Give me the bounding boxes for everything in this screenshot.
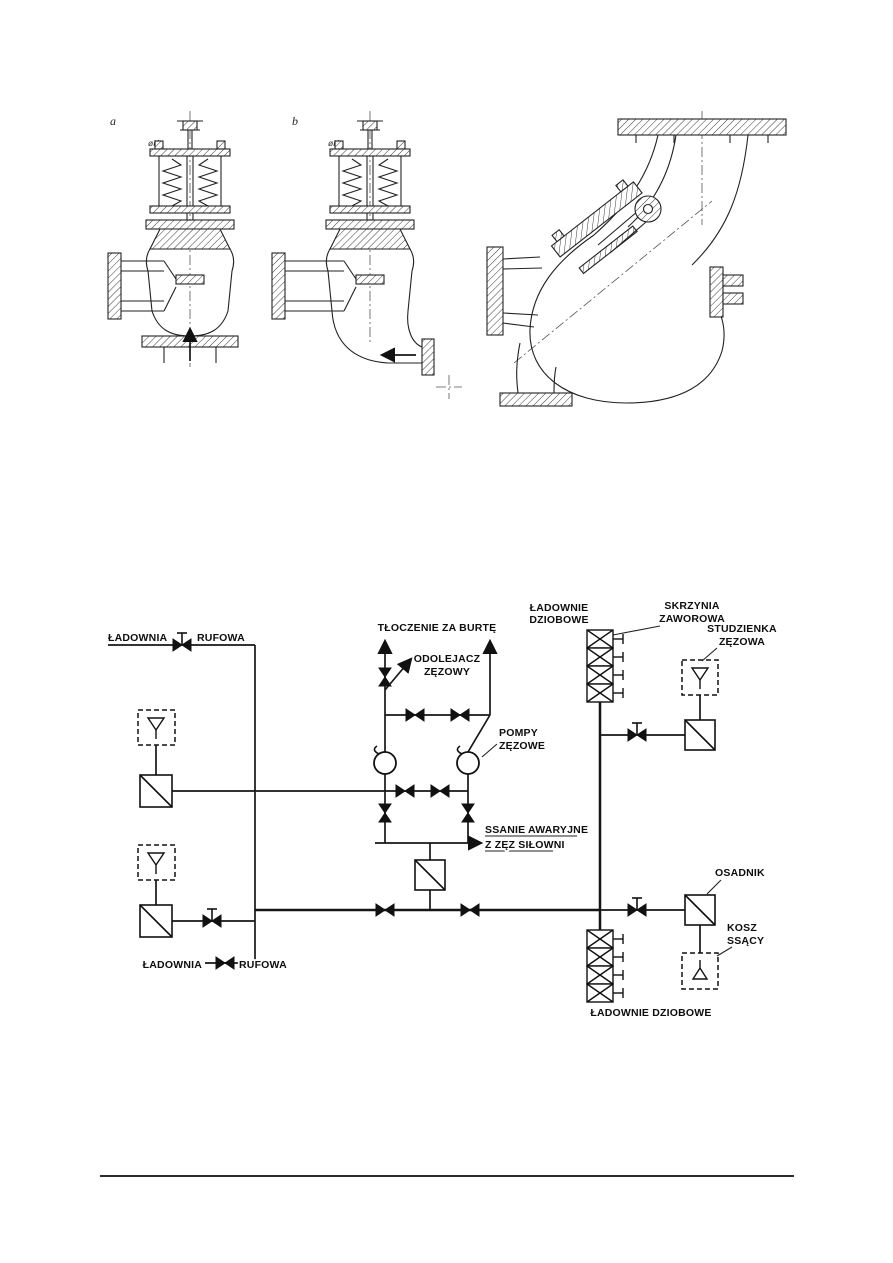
valve-manifold-top: [586, 629, 624, 703]
valve-icon: [378, 803, 392, 823]
mud-box: [139, 774, 173, 808]
valve-cross-section-a: a øK: [107, 111, 239, 367]
valve-icon: [375, 903, 395, 917]
strum-icon: [147, 717, 165, 740]
bolted-cover: [550, 179, 643, 258]
valve-cross-section-b: b øK: [271, 111, 462, 399]
valve-icon: [395, 784, 415, 798]
valve-icon: [172, 632, 192, 652]
valve-icon: [627, 897, 647, 917]
valve-icon: [461, 803, 475, 823]
label-holds-fwd-top-1: ŁADOWNIE: [530, 602, 589, 614]
strainer-enclosures: [137, 659, 719, 990]
label-holds-fwd-bottom: ŁADOWNIE DZIOBOWE: [590, 1007, 711, 1019]
valve-icon: [215, 956, 235, 970]
label-pumps-1: POMPY: [499, 727, 538, 739]
dimension-k-a: øK: [148, 138, 159, 148]
label-suction-basket-2: SSĄCY: [727, 935, 764, 947]
figure-label-b: b: [292, 114, 298, 128]
valve-icon: [460, 903, 480, 917]
mud-box: [139, 904, 173, 938]
label-emergency-1: SSANIE AWARYJNE: [485, 824, 588, 836]
suction-basket-icon: [692, 959, 708, 980]
valve-icon: [405, 708, 425, 722]
label-valve-chest-2: ZAWOROWA: [659, 613, 725, 625]
settling-box: [684, 894, 716, 926]
valve-icon: [430, 784, 450, 798]
bilge-system-schematic: ŁADOWNIA RUFOWA TŁOCZENIE ZA BURTĘ ODOLE…: [106, 598, 778, 1021]
pump-icon: [456, 745, 480, 775]
label-pumps-2: ZĘZOWE: [499, 740, 545, 752]
label-emergency-2: Z ZĘZ SIŁOWNI: [485, 839, 565, 851]
mud-box: [684, 719, 716, 751]
label-hold-aft-bottom-right: RUFOWA: [239, 959, 287, 971]
valve-icon: [202, 908, 222, 928]
storm-valve-cross-section: [486, 111, 787, 407]
mud-box: [414, 859, 446, 891]
valve-manifold-bottom: [586, 929, 624, 1003]
filter-boxes: [139, 719, 716, 938]
footer-rule: [100, 1175, 794, 1177]
label-valve-chest-1: SKRZYNIA: [664, 600, 719, 612]
valve-icon: [378, 667, 392, 687]
label-separator-2: ZĘZOWY: [424, 666, 470, 678]
valve-icon: [450, 708, 470, 722]
label-settling-box: OSADNIK: [715, 867, 765, 879]
strum-icon: [691, 667, 709, 690]
label-separator-1: ODOLEJACZ: [414, 653, 481, 665]
valve-icon: [627, 722, 647, 742]
label-hold-aft-top-left: ŁADOWNIA: [108, 632, 168, 644]
label-overboard-discharge: TŁOCZENIE ZA BURTĘ: [378, 622, 497, 634]
label-suction-basket-1: KOSZ: [727, 922, 757, 934]
label-hold-aft-bottom-left: ŁADOWNIA: [143, 959, 203, 971]
figure-label-a: a: [110, 114, 116, 128]
label-bilge-well-2: ZĘZOWA: [719, 636, 765, 648]
label-hold-aft-top-right: RUFOWA: [197, 632, 245, 644]
label-bilge-well-1: STUDZIENKA: [707, 623, 777, 635]
dimension-k-b: øK: [328, 138, 339, 148]
label-holds-fwd-top-2: DZIOBOWE: [529, 614, 588, 626]
strum-icon: [147, 852, 165, 875]
label-leaders: [481, 625, 733, 957]
valve-figures: a øK b øK: [107, 111, 787, 407]
